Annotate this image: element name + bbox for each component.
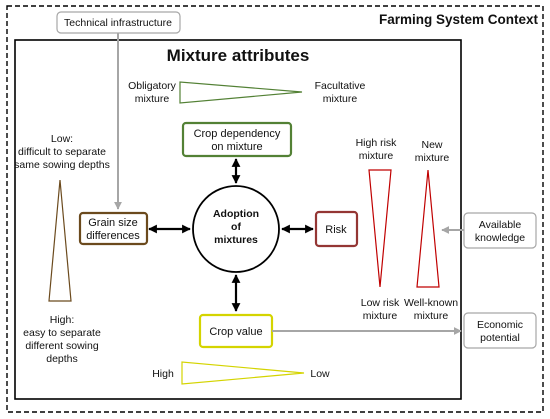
high-risk-line1: High risk [356,137,398,149]
facultative-line2: mixture [323,93,358,105]
crop-value-label: Crop value [209,326,262,338]
low-risk-line2: mixture [363,310,398,322]
low-sep-line1: Low: [51,133,73,145]
mixture-attributes-frame [14,39,462,400]
well-known-line2: mixture [414,310,449,322]
high-sep-line3: different sowing [25,340,99,352]
crop-dependency-box [181,121,293,158]
adoption-circle [192,185,280,273]
farming-system-context-frame [6,5,544,413]
value-high-label: High [152,368,174,380]
high-sep-line4: depths [46,353,78,365]
grain-size-line1: Grain size [88,217,138,229]
well-known-line1: Well-known [404,297,458,309]
obligatory-facultative-triangle [179,81,303,104]
new-mixture-line2: mixture [415,152,450,164]
economic-potential-line1: Economic [477,319,523,331]
obligatory-line2: mixture [135,93,170,105]
context-title: Farming System Context [379,12,539,27]
available-knowledge-line2: knowledge [475,232,525,244]
high-risk-line2: mixture [359,150,394,162]
value-low-label: Low [310,368,330,380]
economic-potential-box [463,312,537,349]
knowledge-triangle [416,169,440,288]
adoption-line2: of [231,221,241,233]
facultative-line1: Facultative [315,80,366,92]
technical-infrastructure-label: Technical infrastructure [64,17,172,29]
main-title: Mixture attributes [167,46,310,65]
adoption-line1: Adoption [213,208,259,220]
grain-size-triangle [48,179,72,302]
low-sep-line3: same sowing depths [14,159,110,171]
adoption-line3: mixtures [214,234,258,246]
economic-potential-line2: potential [480,332,520,344]
grain-size-box [78,211,149,246]
low-sep-line2: difficult to separate [18,146,106,158]
high-sep-line2: easy to separate [23,327,101,339]
high-sep-line1: High: [50,314,75,326]
risk-box [314,210,359,248]
risk-triangle [368,169,392,288]
available-knowledge-line1: Available [479,219,522,231]
crop-dependency-line2: on mixture [211,141,262,153]
crop-dependency-line1: Crop dependency [194,128,281,140]
low-risk-line1: Low risk [361,297,400,309]
obligatory-line1: Obligatory [128,80,177,92]
grain-size-line2: differences [86,230,140,242]
new-mixture-line1: New [421,139,442,151]
risk-label: Risk [325,224,347,236]
crop-value-triangle [181,361,305,385]
